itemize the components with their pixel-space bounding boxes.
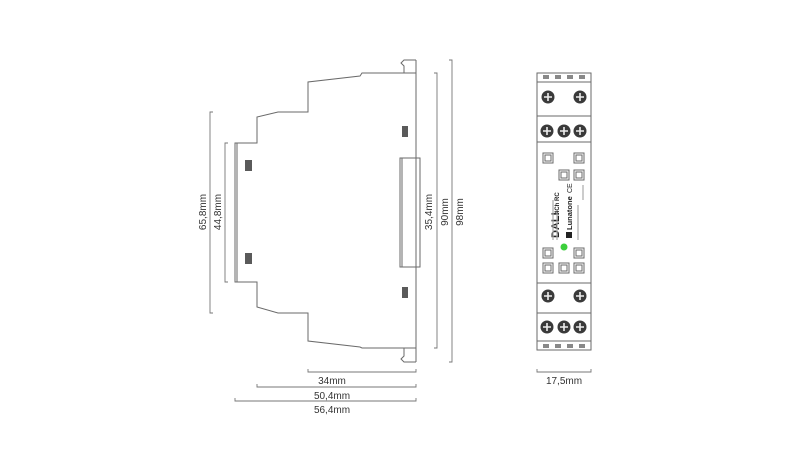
status-led bbox=[560, 243, 568, 251]
manufacturer-label: Lunatone bbox=[565, 196, 574, 230]
front-view: DALI 4Ch RC Lunatone CE bbox=[536, 72, 592, 351]
bottom-tabs bbox=[543, 344, 585, 348]
screw-slot bbox=[543, 127, 551, 135]
screw-slot bbox=[576, 127, 584, 135]
svg-text:56,4mm: 56,4mm bbox=[314, 405, 350, 416]
terminal-opening bbox=[402, 126, 408, 137]
svg-text:50,4mm: 50,4mm bbox=[314, 391, 350, 402]
screw-slot bbox=[543, 323, 551, 331]
svg-text:17,5mm: 17,5mm bbox=[546, 376, 582, 387]
terminal-opening bbox=[245, 160, 252, 171]
dimension-65-8: 65,8mm bbox=[198, 111, 213, 314]
svg-text:35,4mm: 35,4mm bbox=[424, 194, 435, 230]
screw-slot bbox=[560, 323, 568, 331]
dimension-44-8: 44,8mm bbox=[213, 142, 228, 283]
screw-slot bbox=[544, 93, 552, 101]
dimension-35-4: 35,4mm bbox=[424, 194, 435, 230]
dimension-90: 90mm bbox=[434, 72, 451, 349]
lunatone-logo-icon bbox=[566, 232, 572, 238]
din-rail-clip-top bbox=[400, 59, 416, 73]
dimension-50-4: 50,4mm bbox=[256, 384, 417, 402]
svg-text:90mm: 90mm bbox=[440, 198, 451, 226]
screw-slot bbox=[576, 93, 584, 101]
side-profile bbox=[234, 59, 421, 363]
svg-text:44,8mm: 44,8mm bbox=[213, 194, 224, 230]
terminal-opening bbox=[245, 253, 252, 264]
push-buttons bbox=[542, 152, 585, 274]
screw-slot bbox=[576, 323, 584, 331]
din-rail-clip-bottom bbox=[400, 348, 416, 363]
model-label: 4Ch RC bbox=[555, 192, 561, 214]
terminal-opening bbox=[402, 287, 408, 298]
svg-text:34mm: 34mm bbox=[318, 376, 346, 387]
svg-text:98mm: 98mm bbox=[455, 198, 466, 226]
svg-text:65,8mm: 65,8mm bbox=[198, 194, 209, 230]
top-tabs bbox=[543, 75, 585, 79]
ce-mark: CE bbox=[567, 183, 574, 193]
screw-slot bbox=[544, 292, 552, 300]
screw-slot bbox=[576, 292, 584, 300]
dimension-98: 98mm bbox=[449, 59, 466, 363]
brand-title: DALI bbox=[550, 212, 562, 238]
front-panel-section bbox=[399, 157, 421, 268]
dimension-17-5: 17,5mm bbox=[536, 369, 592, 387]
dimension-34: 34mm bbox=[307, 369, 417, 387]
dimension-56-4: 56,4mm bbox=[234, 398, 417, 416]
screw-slot bbox=[560, 127, 568, 135]
